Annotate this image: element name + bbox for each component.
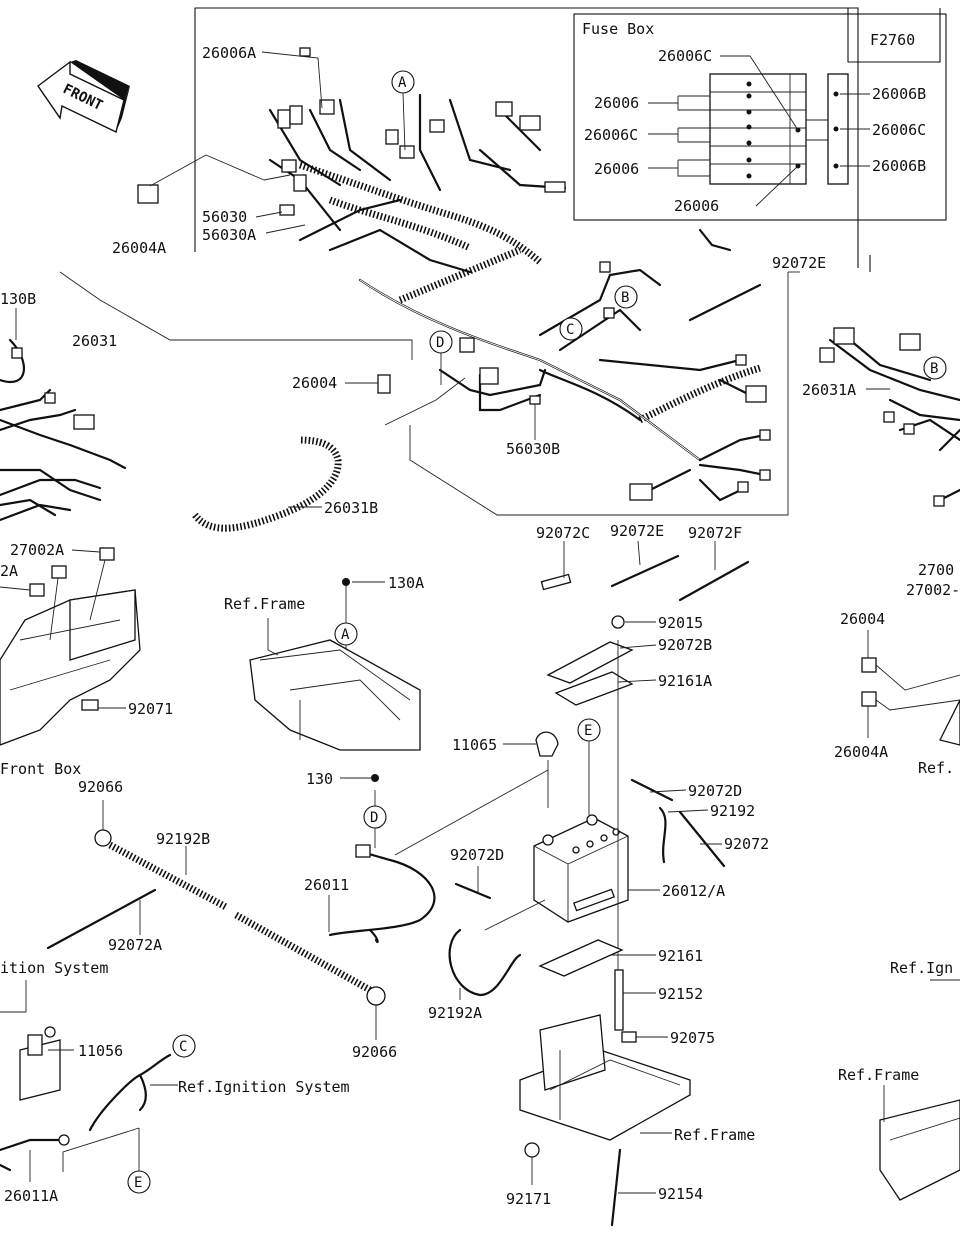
label-26004A-right: 26004A xyxy=(834,743,888,761)
label-26031: 26031 xyxy=(72,332,117,350)
label-92075: 92075 xyxy=(670,1029,715,1047)
callout-circles: A B C D B A E D C E xyxy=(62,70,947,1194)
label-26012A: 26012/A xyxy=(662,882,725,900)
fuse-label-26006C-top: 26006C xyxy=(658,47,712,65)
battery-assembly xyxy=(454,615,726,1227)
ref-ignition-label: Ref.Ignition System xyxy=(178,1078,350,1096)
label-92066-top: 92066 xyxy=(78,778,123,796)
front-box xyxy=(0,547,141,746)
label-26004: 26004 xyxy=(292,374,337,392)
label-92015: 92015 xyxy=(658,614,703,632)
fuse-label-26006-2: 26006 xyxy=(594,160,639,178)
label-26006A: 26006A xyxy=(202,44,256,62)
label-27002-right: 2700 xyxy=(918,561,954,579)
fuse-label-26006B-1: 26006B xyxy=(872,85,926,103)
harness-26031B xyxy=(192,436,342,532)
label-92192B: 92192B xyxy=(156,830,210,848)
callout-C-main: C xyxy=(566,322,574,338)
label-56030A: 56030A xyxy=(202,226,256,244)
label-92072A: 92072A xyxy=(108,936,162,954)
label-130A: 130A xyxy=(388,574,424,592)
label-92071: 92071 xyxy=(128,700,173,718)
label-27002-right-2: 27002- xyxy=(906,581,960,599)
label-56030B: 56030B xyxy=(506,440,560,458)
label-26004A-top: 26004A xyxy=(112,239,166,257)
callout-E-battery: E xyxy=(584,723,592,739)
ref-frame-label-1: Ref.Frame xyxy=(224,595,305,613)
label-92171: 92171 xyxy=(506,1190,551,1208)
main-harness xyxy=(59,47,800,516)
label-92072E-top: 92072E xyxy=(772,254,826,272)
part-labels: 26006A 26004A 56030 56030A 130B 26031 26… xyxy=(0,44,960,1208)
left-harness-partial xyxy=(0,308,127,522)
label-92152: 92152 xyxy=(658,985,703,1003)
callout-B-right: B xyxy=(930,361,938,377)
callout-D-main: D xyxy=(436,335,444,351)
label-92066-bottom: 92066 xyxy=(352,1043,397,1061)
reference-labels: Ref.Frame Front Box ition System Ref.Ign… xyxy=(0,595,954,1144)
callout-D-cable: D xyxy=(370,810,378,826)
label-92072: 92072 xyxy=(724,835,769,853)
callout-C-bottom: C xyxy=(179,1039,187,1055)
label-26011A: 26011A xyxy=(4,1187,58,1205)
frame-section xyxy=(249,578,421,751)
fuse-label-26006-1: 26006 xyxy=(594,94,639,112)
ref-ignition-right-label: Ref.Ign xyxy=(890,959,953,977)
fuse-box-inset: Fuse Box xyxy=(573,13,947,221)
fuse-label-26006-3: 26006 xyxy=(674,197,719,215)
label-130B: 130B xyxy=(0,290,36,308)
label-92161A: 92161A xyxy=(658,672,712,690)
label-11056: 11056 xyxy=(78,1042,123,1060)
tube-92192B xyxy=(46,800,386,1040)
label-11065: 11065 xyxy=(452,736,497,754)
fuse-label-26006C-mid: 26006C xyxy=(584,126,638,144)
front-box-label: Front Box xyxy=(0,760,81,778)
ignition-bracket xyxy=(0,980,178,1182)
label-92072D: 92072D xyxy=(688,782,742,800)
label-2A: 2A xyxy=(0,562,18,580)
figure-code: F2760 xyxy=(870,31,915,49)
label-92072B: 92072B xyxy=(658,636,712,654)
label-130: 130 xyxy=(306,770,333,788)
fuse-label-26006B-2: 26006B xyxy=(872,157,926,175)
label-56030: 56030 xyxy=(202,208,247,226)
callout-E-bottom: E xyxy=(134,1175,142,1191)
label-92154: 92154 xyxy=(658,1185,703,1203)
label-92192A: 92192A xyxy=(428,1004,482,1022)
label-26011: 26011 xyxy=(304,876,349,894)
ref-frame-label-2: Ref.Frame xyxy=(674,1126,755,1144)
harness-26031A xyxy=(819,327,960,507)
callout-A-top: A xyxy=(398,75,407,91)
label-26031B: 26031B xyxy=(324,499,378,517)
ref-frame-label-3: Ref.Frame xyxy=(838,1066,919,1084)
label-27002A: 27002A xyxy=(10,541,64,559)
cable-ties-row xyxy=(540,540,750,602)
callout-B-main: B xyxy=(621,290,629,306)
callout-A-frame: A xyxy=(341,627,350,643)
label-26031A: 26031A xyxy=(802,381,856,399)
label-92072D-2: 92072D xyxy=(450,846,504,864)
label-92072F: 92072F xyxy=(688,524,742,542)
label-26004-right: 26004 xyxy=(840,610,885,628)
cable-26011 xyxy=(328,769,549,1000)
fuse-box-title: Fuse Box xyxy=(582,20,654,38)
label-92192: 92192 xyxy=(710,802,755,820)
frame-lines xyxy=(194,7,941,272)
front-arrow-icon: FRONT xyxy=(37,60,130,134)
fuse-label-26006C-right: 26006C xyxy=(872,121,926,139)
right-partials xyxy=(861,630,960,1201)
ignition-system-label: ition System xyxy=(0,959,108,977)
label-92072C: 92072C xyxy=(536,524,590,542)
label-92161: 92161 xyxy=(658,947,703,965)
ref-right-label: Ref. xyxy=(918,759,954,777)
label-92072E: 92072E xyxy=(610,522,664,540)
